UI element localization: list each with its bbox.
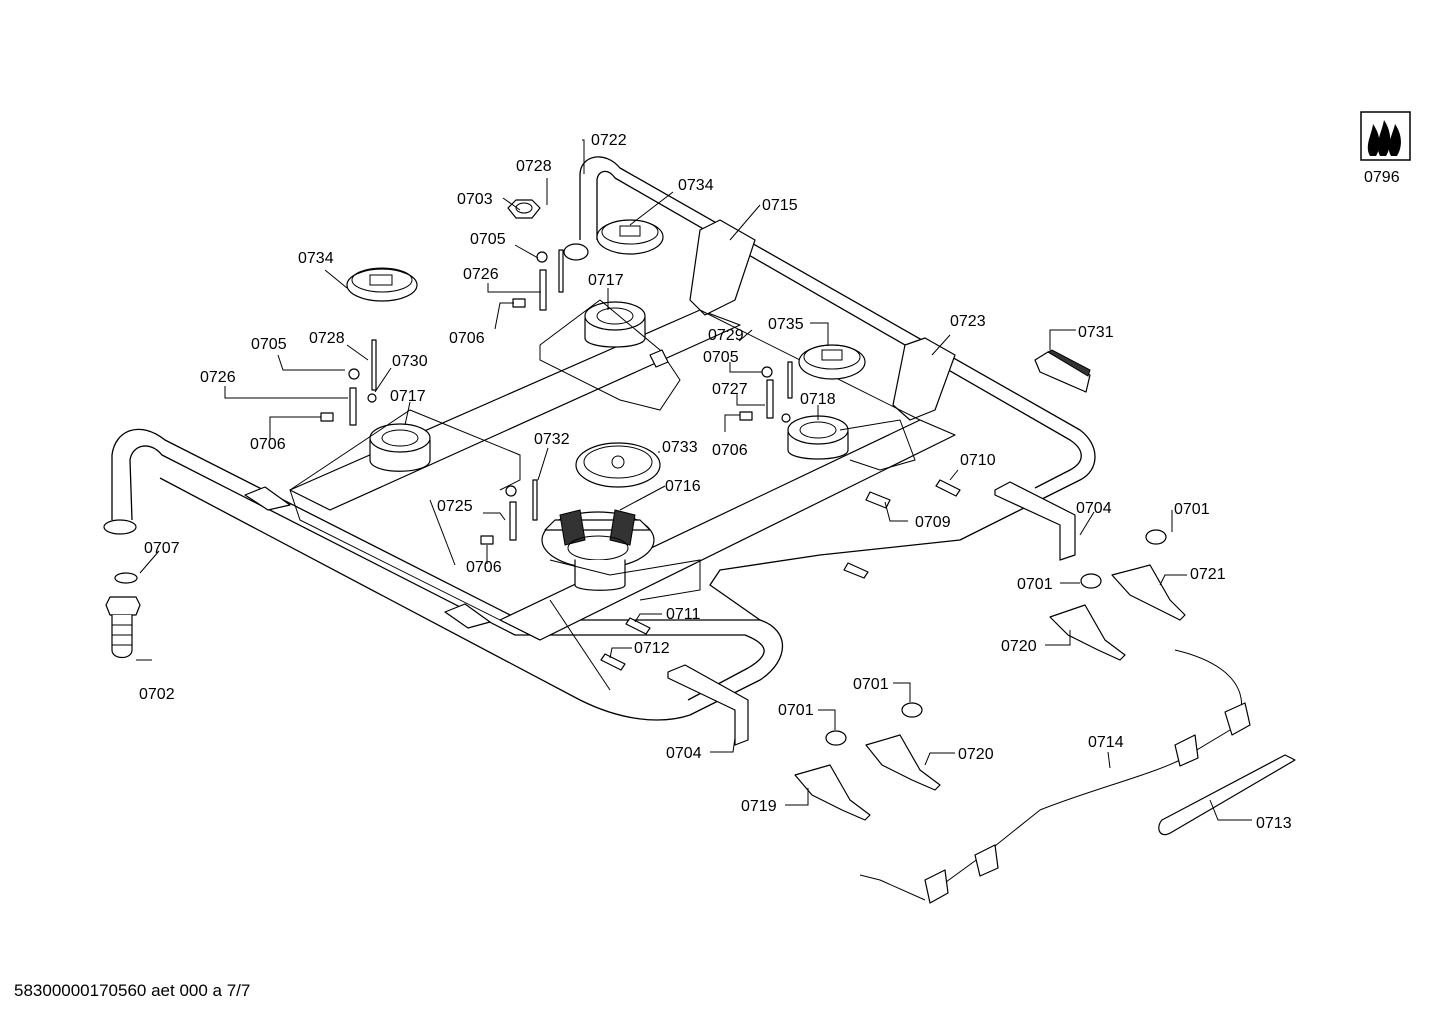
label-0706: 0706 (449, 330, 485, 347)
label-0717: 0717 (390, 388, 426, 405)
label-0720: 0720 (1001, 638, 1037, 655)
label-0712: 0712 (634, 640, 670, 657)
label-0728: 0728 (516, 158, 552, 175)
label-0718: 0718 (800, 391, 836, 408)
label-0706: 0706 (466, 559, 502, 576)
label-0727: 0727 (712, 381, 748, 398)
burner-body-0718 (787, 415, 849, 460)
label-0705: 0705 (470, 231, 506, 248)
label-0705: 0705 (703, 349, 739, 366)
inlet-connector (105, 572, 141, 659)
label-0735: 0735 (768, 316, 804, 333)
burner-cap-0734-top (596, 219, 664, 255)
label-0726: 0726 (463, 266, 499, 283)
label-0796: 0796 (1364, 169, 1400, 186)
bracket-0704-right (994, 481, 1076, 561)
clip-tags (320, 298, 753, 545)
label-0710: 0710 (960, 452, 996, 469)
label-0725: 0725 (437, 498, 473, 515)
wok-burner-0716 (541, 509, 655, 591)
label-0726: 0726 (200, 369, 236, 386)
gas-valves (794, 529, 1186, 821)
label-0706: 0706 (712, 442, 748, 459)
label-0717: 0717 (588, 272, 624, 289)
burner-cap-0735 (798, 344, 866, 380)
burner-cap-0733 (575, 442, 661, 488)
part-labels: 0722 0728 0703 0734 0715 0705 0726 0717 … (139, 132, 1400, 832)
burner-body-0717-top (584, 301, 646, 348)
document-footer-id: 58300000170560 aet 000 a 7/7 (14, 981, 251, 1000)
injector-pipes (289, 299, 916, 691)
label-0701: 0701 (853, 676, 889, 693)
leader-lines (136, 139, 1252, 821)
label-0720: 0720 (958, 746, 994, 763)
label-0701: 0701 (1174, 501, 1210, 518)
gas-flame-icon (1360, 111, 1411, 161)
label-0701: 0701 (1017, 576, 1053, 593)
label-0729: 0729 (708, 327, 744, 344)
label-0703: 0703 (457, 191, 493, 208)
label-0709: 0709 (915, 514, 951, 531)
label-0734: 0734 (298, 250, 334, 267)
label-0704: 0704 (666, 745, 702, 762)
label-0731: 0731 (1078, 324, 1114, 341)
label-0714: 0714 (1088, 734, 1124, 751)
nozzles (600, 349, 961, 671)
strip-0713 (1158, 754, 1296, 836)
label-0722: 0722 (591, 132, 627, 149)
label-0732: 0732 (534, 431, 570, 448)
label-0713: 0713 (1256, 815, 1292, 832)
label-0707: 0707 (144, 540, 180, 557)
bracket-small (244, 486, 491, 629)
label-0723: 0723 (950, 313, 986, 330)
label-0730: 0730 (392, 353, 428, 370)
label-0706: 0706 (250, 436, 286, 453)
label-0733: 0733 (662, 439, 698, 456)
label-0728: 0728 (309, 330, 345, 347)
label-0716: 0716 (665, 478, 701, 495)
label-0711: 0711 (666, 606, 701, 623)
label-0702: 0702 (139, 686, 175, 703)
ignition-harness (859, 649, 1251, 904)
burner-cap-0734-left (346, 267, 418, 302)
label-0705: 0705 (251, 336, 287, 353)
bracket-0704-left (667, 664, 749, 746)
label-0721: 0721 (1190, 566, 1226, 583)
burner-body-0717-left (369, 423, 431, 472)
part-0731 (1034, 349, 1091, 393)
label-0701: 0701 (778, 702, 814, 719)
thermocouples (348, 249, 793, 541)
label-0704: 0704 (1076, 500, 1112, 517)
nut-0703 (507, 199, 541, 219)
label-0715: 0715 (762, 197, 798, 214)
label-0719: 0719 (741, 798, 777, 815)
label-0734: 0734 (678, 177, 714, 194)
